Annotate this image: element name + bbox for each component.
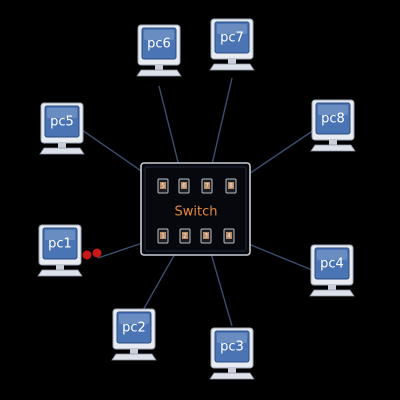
port-contact-icon bbox=[203, 232, 209, 239]
screen-gloss bbox=[317, 250, 347, 260]
keyboard-icon bbox=[310, 144, 356, 152]
pc-label: pc4 bbox=[320, 257, 344, 272]
port-number-label: 3 bbox=[204, 233, 208, 240]
switch-port-1: 1 bbox=[157, 228, 169, 244]
monitor-stand-icon bbox=[328, 285, 336, 290]
pc-label: pc2 bbox=[122, 321, 146, 336]
pc-node-pc2: pc2 bbox=[111, 308, 157, 361]
keyboard-icon bbox=[111, 353, 157, 361]
switch-port-8: 8 bbox=[225, 178, 237, 194]
monitor-stand-icon bbox=[228, 59, 236, 64]
keyboard-icon bbox=[37, 269, 83, 277]
pc-nodes: pc1 pc2 pc3 pc4 pc5 pc6 pc7 pc8 bbox=[37, 18, 356, 380]
monitor-stand-icon bbox=[155, 65, 163, 70]
signal-indicator bbox=[82, 248, 102, 260]
switch-port-5: 5 bbox=[157, 178, 169, 194]
port-contact-icon bbox=[160, 232, 166, 239]
port-number-label: 5 bbox=[161, 183, 165, 190]
monitor-screen bbox=[44, 105, 80, 138]
keyboard-icon bbox=[309, 289, 355, 297]
screen-gloss bbox=[144, 30, 174, 40]
monitor-stand-icon bbox=[329, 140, 337, 145]
monitor-screen bbox=[315, 102, 351, 135]
switch: Switch 5 6 7 8 1 2 3 4 bbox=[140, 162, 251, 256]
pc-label: pc7 bbox=[220, 31, 244, 46]
monitor-screen bbox=[42, 227, 78, 260]
port-number-label: 4 bbox=[227, 233, 231, 240]
pc-label: pc6 bbox=[147, 37, 171, 52]
screen-gloss bbox=[47, 108, 77, 118]
pc-label: pc5 bbox=[50, 115, 74, 130]
keyboard-icon bbox=[209, 372, 255, 380]
port-number-label: 7 bbox=[205, 183, 209, 190]
screen-gloss bbox=[119, 314, 149, 324]
port-number-label: 6 bbox=[182, 183, 186, 190]
switch-label: Switch bbox=[175, 205, 218, 220]
port-contact-icon bbox=[226, 232, 232, 239]
keyboard-icon bbox=[136, 69, 182, 77]
monitor-stand-icon bbox=[56, 265, 64, 270]
pc-node-pc7: pc7 bbox=[209, 18, 255, 71]
port-contact-icon bbox=[181, 182, 187, 189]
screen-gloss bbox=[318, 105, 348, 115]
pc-node-pc8: pc8 bbox=[310, 99, 356, 152]
pc-node-pc4: pc4 bbox=[309, 244, 355, 297]
port-number-label: 2 bbox=[183, 233, 187, 240]
monitor-screen bbox=[116, 311, 152, 344]
monitor-stand-icon bbox=[228, 368, 236, 373]
pc-label: pc1 bbox=[48, 237, 72, 252]
monitor-screen bbox=[314, 247, 350, 280]
pc-node-pc5: pc5 bbox=[39, 102, 85, 155]
network-links bbox=[81, 77, 315, 327]
switch-inner-border bbox=[144, 166, 247, 252]
pc-node-pc3: pc3 bbox=[209, 327, 255, 380]
monitor-screen bbox=[214, 330, 250, 363]
switch-port-7: 7 bbox=[201, 178, 213, 194]
port-contact-icon bbox=[228, 182, 234, 189]
screen-gloss bbox=[217, 333, 247, 343]
pc-label: pc8 bbox=[321, 112, 345, 127]
keyboard-icon bbox=[39, 147, 85, 155]
monitor-screen bbox=[141, 27, 177, 60]
red-signal-dot-icon bbox=[82, 250, 92, 260]
pc-label: pc3 bbox=[220, 340, 244, 355]
screen-gloss bbox=[45, 230, 75, 240]
monitor-stand-icon bbox=[130, 349, 138, 354]
pc-node-pc6: pc6 bbox=[136, 24, 182, 77]
port-contact-icon bbox=[160, 182, 166, 189]
pc-node-pc1: pc1 bbox=[37, 224, 83, 277]
keyboard-icon bbox=[209, 63, 255, 71]
switch-port-3: 3 bbox=[200, 228, 212, 244]
switch-port-2: 2 bbox=[179, 228, 191, 244]
port-number-label: 8 bbox=[229, 183, 233, 190]
red-signal-dot-icon bbox=[92, 248, 102, 258]
port-number-label: 1 bbox=[161, 233, 165, 240]
port-contact-icon bbox=[204, 182, 210, 189]
monitor-screen bbox=[214, 21, 250, 54]
port-contact-icon bbox=[182, 232, 188, 239]
screen-gloss bbox=[217, 24, 247, 34]
switch-port-6: 6 bbox=[178, 178, 190, 194]
monitor-stand-icon bbox=[58, 143, 66, 148]
switch-port-4: 4 bbox=[223, 228, 235, 244]
